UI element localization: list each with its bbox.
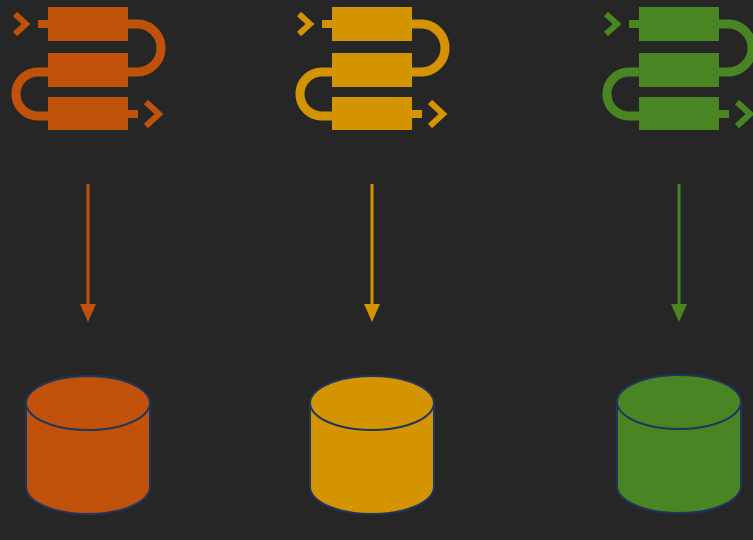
database-cylinder-icon bbox=[309, 375, 435, 515]
workflow-loop-icon bbox=[15, 7, 161, 130]
down-arrow bbox=[364, 184, 380, 322]
workflow-loop-icon bbox=[299, 7, 445, 130]
database-cylinder-icon bbox=[25, 375, 151, 515]
pipeline-yellow bbox=[299, 7, 445, 515]
down-arrow bbox=[671, 184, 687, 322]
pipeline-orange bbox=[15, 7, 161, 515]
down-arrow bbox=[80, 184, 96, 322]
workflow-loop-icon bbox=[606, 7, 752, 130]
pipeline-green bbox=[606, 7, 752, 514]
database-cylinder-icon bbox=[616, 374, 742, 514]
